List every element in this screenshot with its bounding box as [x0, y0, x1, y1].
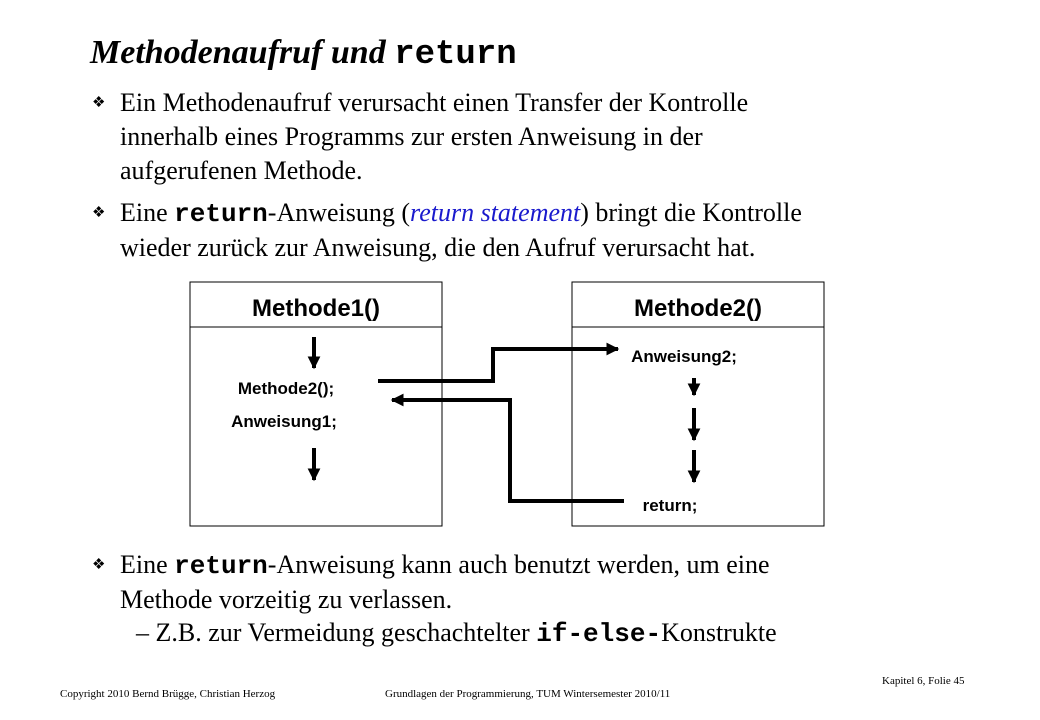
- bullet-3-post: -Anweisung kann auch benutzt werden, um …: [267, 550, 770, 579]
- slide-title-text: Methodenaufruf und: [90, 34, 395, 71]
- bullet-2-line-2: wieder zurück zur Anweisung, die den Auf…: [120, 233, 756, 262]
- return-arrow: [390, 393, 624, 503]
- method2-box: [571, 281, 825, 527]
- bullet-3-code: return: [174, 551, 268, 581]
- sub-bullet-code: if-else-: [536, 619, 662, 649]
- diamond-bullet-icon: ❖: [92, 205, 106, 221]
- footer-course: Grundlagen der Programmierung, TUM Winte…: [385, 688, 671, 700]
- bullet-3-pre: Eine: [120, 550, 175, 579]
- bullet-2-post: ) bringt die Kontrolle: [580, 198, 802, 227]
- diamond-bullet-icon: ❖: [92, 95, 106, 111]
- bullet-1-line-2: innerhalb eines Programms zur ersten Anw…: [120, 122, 703, 151]
- method1-title: Methode1(): [252, 295, 380, 322]
- sub-bullet-post: Konstrukte: [661, 618, 777, 647]
- slide-title: Methodenaufruf und return: [90, 34, 517, 74]
- bullet-3-line-2: Methode vorzeitig zu verlassen.: [120, 585, 453, 614]
- method1-stmt-anweisung1: Anweisung1;: [231, 412, 337, 431]
- bullet-1-line-1: Ein Methodenaufruf verursacht einen Tran…: [120, 88, 749, 117]
- method2-stmt-return: return;: [643, 496, 698, 515]
- method1-stmt-call: Methode2();: [238, 379, 334, 398]
- method2-stmt-anweisung2: Anweisung2;: [631, 347, 737, 366]
- sub-bullet: – Z.B. zur Vermeidung geschachtelter if-…: [136, 618, 777, 649]
- sub-bullet-pre: – Z.B. zur Vermeidung geschachtelter: [136, 618, 537, 647]
- bullet-2-line-1: Eine return-Anweisung (return statement)…: [120, 196, 802, 231]
- bullet-2-italic: return statement: [410, 198, 581, 227]
- method2-title: Methode2(): [634, 295, 762, 322]
- slide-title-code: return: [394, 36, 517, 74]
- call-arrow: [378, 342, 620, 383]
- bullet-2-mid: -Anweisung (: [267, 198, 411, 227]
- footer-slide-number: Kapitel 6, Folie 45: [882, 675, 965, 687]
- bullet-1-line-3: aufgerufenen Methode.: [120, 156, 363, 185]
- footer-copyright: Copyright 2010 Bernd Brügge, Christian H…: [60, 688, 276, 700]
- bullet-3-line-1: Eine return-Anweisung kann auch benutzt …: [120, 548, 770, 583]
- bullet-2-pre: Eine: [120, 198, 175, 227]
- bullet-2-code: return: [174, 199, 268, 229]
- diamond-bullet-icon: ❖: [92, 557, 106, 573]
